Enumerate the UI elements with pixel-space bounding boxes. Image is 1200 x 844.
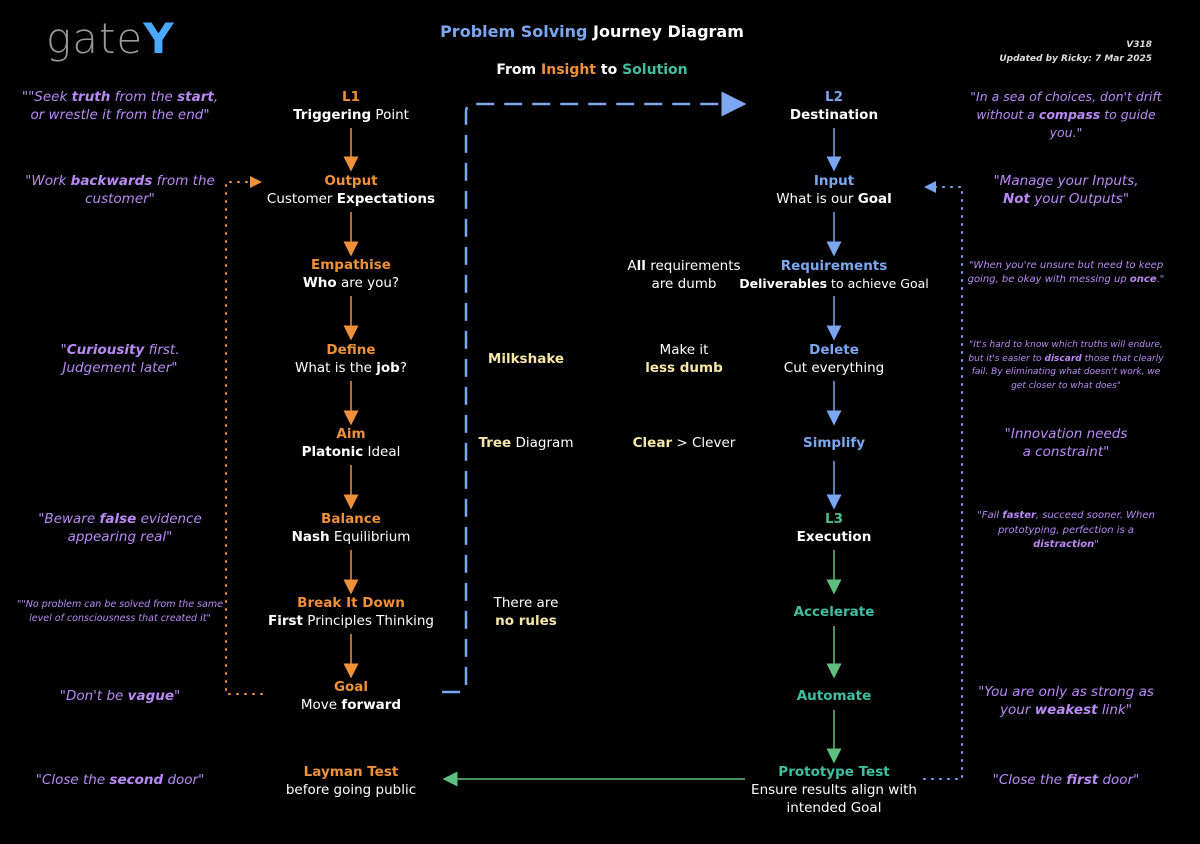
node-l3: L3 Execution xyxy=(729,510,939,546)
quote-seek-truth: ""Seek truth from the start, or wrestle … xyxy=(21,89,219,123)
label-less-dumb: Make it less dumb xyxy=(645,342,723,376)
node-define-heading: Define xyxy=(326,342,376,358)
node-layman-heading: Layman Test xyxy=(303,764,399,780)
node-requirements-heading: Requirements xyxy=(780,258,888,274)
node-output-heading: Output xyxy=(324,173,378,189)
node-aim: Aim Platonic Ideal xyxy=(246,425,456,461)
node-simplify: Simplify xyxy=(729,434,939,452)
node-automate: Automate xyxy=(729,687,939,705)
quote-dont-be-vague: "Don't be vague" xyxy=(59,688,181,704)
quote-discard-truths: "It's hard to know which truths will end… xyxy=(968,340,1164,391)
node-delete-heading: Delete xyxy=(809,342,859,358)
quote-messing-up-once: "When you're unsure but need to keep goi… xyxy=(967,260,1165,285)
version-number: V318 xyxy=(1126,40,1152,50)
node-break-it-down: Break It Down First Principles Thinking xyxy=(246,594,456,630)
quote-work-backwards: "Work backwards from the customer" xyxy=(25,173,215,207)
node-break-heading: Break It Down xyxy=(297,595,405,611)
node-output: Output Customer Expectations xyxy=(246,172,456,208)
node-prototype-heading: Prototype Test xyxy=(778,764,890,780)
label-clear-clever: Clear > Clever xyxy=(632,435,736,451)
diagram-subtitle: From Insight to Solution xyxy=(496,62,688,78)
quote-beware-false: "Beware false evidence appearing real" xyxy=(38,511,202,545)
quote-weakest-link: "You are only as strong as your weakest … xyxy=(978,684,1154,718)
label-milkshake: Milkshake xyxy=(487,351,565,367)
label-tree-diagram: Tree Diagram xyxy=(478,435,574,451)
quote-sea-of-choices: "In a sea of choices, don't drift withou… xyxy=(970,89,1162,140)
quote-manage-inputs: "Manage your Inputs, Not your Outputs" xyxy=(993,173,1139,207)
node-goal: Goal Move forward xyxy=(246,678,456,714)
node-define: Define What is the job? xyxy=(246,341,456,377)
node-automate-heading: Automate xyxy=(796,688,872,704)
updated-by: Updated by Ricky: 7 Mar 2025 xyxy=(999,54,1152,64)
node-goal-heading: Goal xyxy=(333,679,369,695)
node-accelerate: Accelerate xyxy=(729,603,939,621)
node-layman-test: Layman Test before going public xyxy=(246,763,456,799)
node-empathise: Empathise Who are you? xyxy=(246,256,456,292)
node-empathise-heading: Empathise xyxy=(311,257,391,273)
node-l3-heading: L3 xyxy=(825,511,843,527)
node-balance-heading: Balance xyxy=(321,511,381,527)
dotted-blue-arrowhead xyxy=(924,181,936,193)
node-l1: L1 Triggering Point xyxy=(246,88,456,124)
node-delete: Delete Cut everything xyxy=(729,341,939,377)
node-requirements: Requirements Deliverables to achieve Goa… xyxy=(729,257,939,293)
quote-no-problem: ""No problem can be solved from the same… xyxy=(17,599,223,624)
label-requirements-dumb: All requirements are dumb xyxy=(627,258,741,292)
gatey-logo: gateY xyxy=(46,14,175,63)
quote-innovation-constraint: "Innovation needs a constraint" xyxy=(1004,426,1128,460)
node-balance: Balance Nash Equilibrium xyxy=(246,510,456,546)
quote-close-second-door: "Close the second door" xyxy=(35,772,205,788)
node-accelerate-heading: Accelerate xyxy=(793,604,875,620)
quote-close-first-door: "Close the first door" xyxy=(992,772,1140,788)
node-l2-heading: L2 xyxy=(825,89,843,105)
node-input: Input What is our Goal xyxy=(729,172,939,208)
quote-curiousity: "Curiousity first. Judgement later" xyxy=(60,342,180,376)
dotted-goal-to-output xyxy=(225,181,263,695)
node-aim-heading: Aim xyxy=(336,426,366,442)
node-input-heading: Input xyxy=(813,173,855,189)
node-prototype-test: Prototype Test Ensure results align with… xyxy=(729,763,939,817)
node-l2: L2 Destination xyxy=(729,88,939,124)
quote-fail-faster: "Fail faster, succeed sooner. When proto… xyxy=(977,510,1155,550)
diagram-title: Problem Solving Journey Diagram xyxy=(440,22,744,41)
dotted-orange-arrowhead xyxy=(250,176,262,188)
label-no-rules: There are no rules xyxy=(493,595,559,629)
node-l1-heading: L1 xyxy=(342,89,360,105)
node-simplify-heading: Simplify xyxy=(802,435,865,451)
dashed-goal-to-l2 xyxy=(442,91,747,694)
